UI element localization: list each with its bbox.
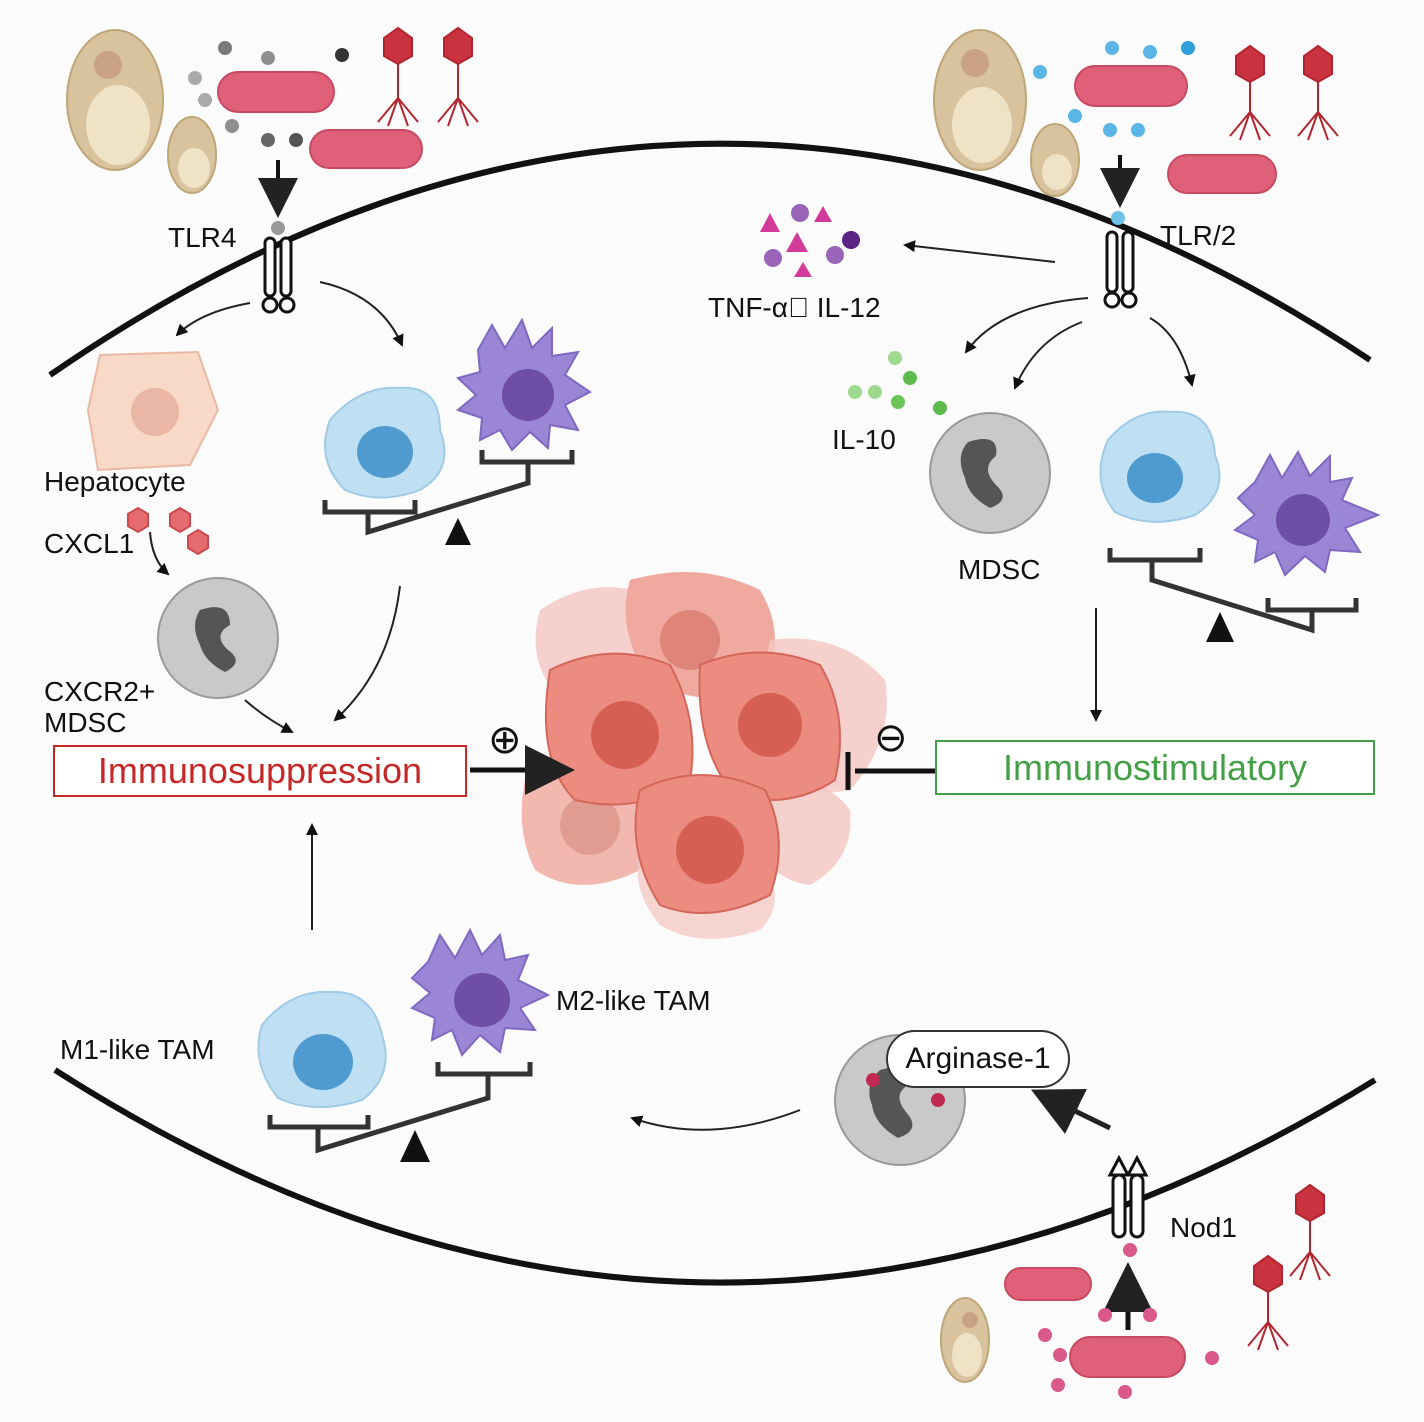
label-tlr2: TLR/2 xyxy=(1160,220,1237,251)
label-cxcr2-mdsc: CXCR2+ MDSC xyxy=(44,676,156,738)
phage-tr-2 xyxy=(1297,44,1339,141)
tlr2-receptor xyxy=(1100,155,1140,309)
cxcr2-mdsc-cell xyxy=(157,577,279,699)
phage-tr-1 xyxy=(1229,44,1271,141)
m1-macrophage-right xyxy=(1099,410,1221,523)
fungal-cell-large-right xyxy=(933,29,1027,171)
phage-bottom-1 xyxy=(1289,1183,1331,1281)
m2-macrophage-bottom-left xyxy=(410,927,551,1057)
fungal-cell-bottom xyxy=(940,1297,990,1383)
bacterium-tr-2 xyxy=(1167,154,1277,194)
upper-membrane xyxy=(48,140,1372,378)
phage-tl-1 xyxy=(377,26,419,127)
nod1-receptor xyxy=(1103,1154,1153,1330)
label-m2-tam: M2-like TAM xyxy=(556,985,711,1016)
hepatocyte-cell xyxy=(86,350,220,472)
ligand-dots-bottom xyxy=(1038,1308,1219,1399)
bacterium-tl-1 xyxy=(217,71,335,113)
cytokines-pro-inflammatory xyxy=(760,204,860,277)
label-nod1: Nod1 xyxy=(1170,1212,1237,1243)
cxcl1-chemokines xyxy=(127,506,209,556)
arginase-1-badge: Arginase-1 xyxy=(886,1030,1070,1088)
seesaw-right xyxy=(1107,548,1359,642)
label-tnf-il12: TNF-α  IL-12 xyxy=(708,292,881,323)
phage-tl-2 xyxy=(437,26,479,127)
immunostimulatory-box: Immunostimulatory xyxy=(935,740,1375,795)
seesaw-top-left xyxy=(322,450,575,545)
ligand-dots-right xyxy=(1033,41,1195,137)
box-connectors xyxy=(470,745,935,795)
phage-bottom-2 xyxy=(1247,1254,1289,1351)
label-mdsc: MDSC xyxy=(958,554,1041,585)
fungal-cell-small-left xyxy=(167,116,217,194)
seesaw-bottom-left xyxy=(267,1062,533,1162)
tlr4-receptor xyxy=(258,160,298,314)
signal-arrows xyxy=(149,240,1196,1131)
m2-macrophage-right xyxy=(1233,449,1381,577)
plus-symbol: ⊕ xyxy=(488,718,522,762)
minus-symbol: ⊖ xyxy=(874,716,908,760)
mdsc-cell-right xyxy=(929,412,1051,534)
immunosuppression-box: Immunosuppression xyxy=(53,745,467,797)
bacterium-tl-2 xyxy=(309,129,423,169)
lps-dots-left xyxy=(188,41,349,147)
label-cxcl1: CXCL1 xyxy=(44,528,135,559)
fungal-cell-large-left xyxy=(66,29,164,171)
bacterium-tr-1 xyxy=(1074,65,1188,107)
fungal-cell-small-right xyxy=(1030,123,1080,197)
arginase-arrow xyxy=(1031,1088,1112,1134)
m1-macrophage-top-left xyxy=(324,386,446,499)
label-hepatocyte: Hepatocyte xyxy=(44,466,186,497)
label-tlr4: TLR4 xyxy=(168,222,237,253)
label-il10: IL-10 xyxy=(832,424,896,455)
m1-macrophage-bottom-left xyxy=(257,990,387,1108)
label-m1-tam: M1-like TAM xyxy=(60,1034,215,1065)
bacterium-bottom-2 xyxy=(1069,1336,1186,1378)
bacterium-bottom-1 xyxy=(1004,1267,1092,1301)
lower-membrane xyxy=(53,1067,1377,1286)
il10-dots xyxy=(848,351,947,415)
m2-macrophage-top-left xyxy=(455,317,592,452)
tumor-cluster xyxy=(521,572,887,939)
